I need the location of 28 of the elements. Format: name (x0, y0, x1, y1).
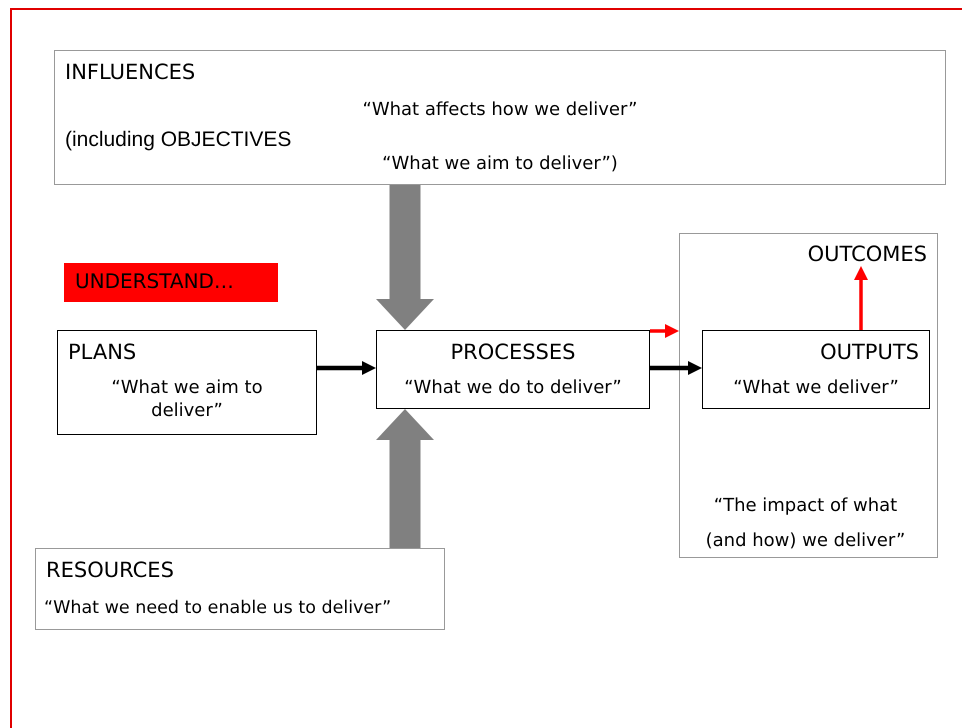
highlight-label: UNDERSTAND… (75, 269, 234, 294)
quote-text: “What we aim to deliver”) (381, 153, 619, 176)
arrow (650, 361, 702, 375)
box-heading: OUTPUTS (820, 339, 919, 366)
arrow (317, 361, 376, 375)
arrow (854, 266, 868, 330)
quote-text: “What we aim to deliver” (110, 377, 264, 422)
box-heading: PROCESSES (450, 339, 576, 366)
process-box (376, 330, 650, 409)
box-heading: RESOURCES (46, 557, 174, 584)
box-heading: INFLUENCES (65, 59, 196, 86)
block-arrow (376, 185, 434, 330)
block-arrow (376, 409, 434, 548)
box-heading: OUTCOMES (808, 241, 927, 268)
process-box (57, 330, 317, 435)
outcomes-box (679, 233, 938, 558)
quote-text: “What affects how we deliver” (362, 99, 638, 122)
quote-text: “What we need to enable us to deliver” (44, 598, 392, 620)
arrow (650, 324, 679, 338)
quote-text: “The impact of what (and how) we deliver” (704, 494, 906, 554)
box-heading: PLANS (68, 339, 136, 366)
quote-text: “What we deliver” (732, 377, 900, 400)
quote-text: “What we do to deliver” (403, 377, 623, 400)
highlight-box (64, 263, 278, 302)
process-box (702, 330, 930, 409)
influences-box (54, 50, 946, 185)
resources-box (35, 548, 445, 630)
note-text: (including OBJECTIVES (65, 127, 292, 153)
